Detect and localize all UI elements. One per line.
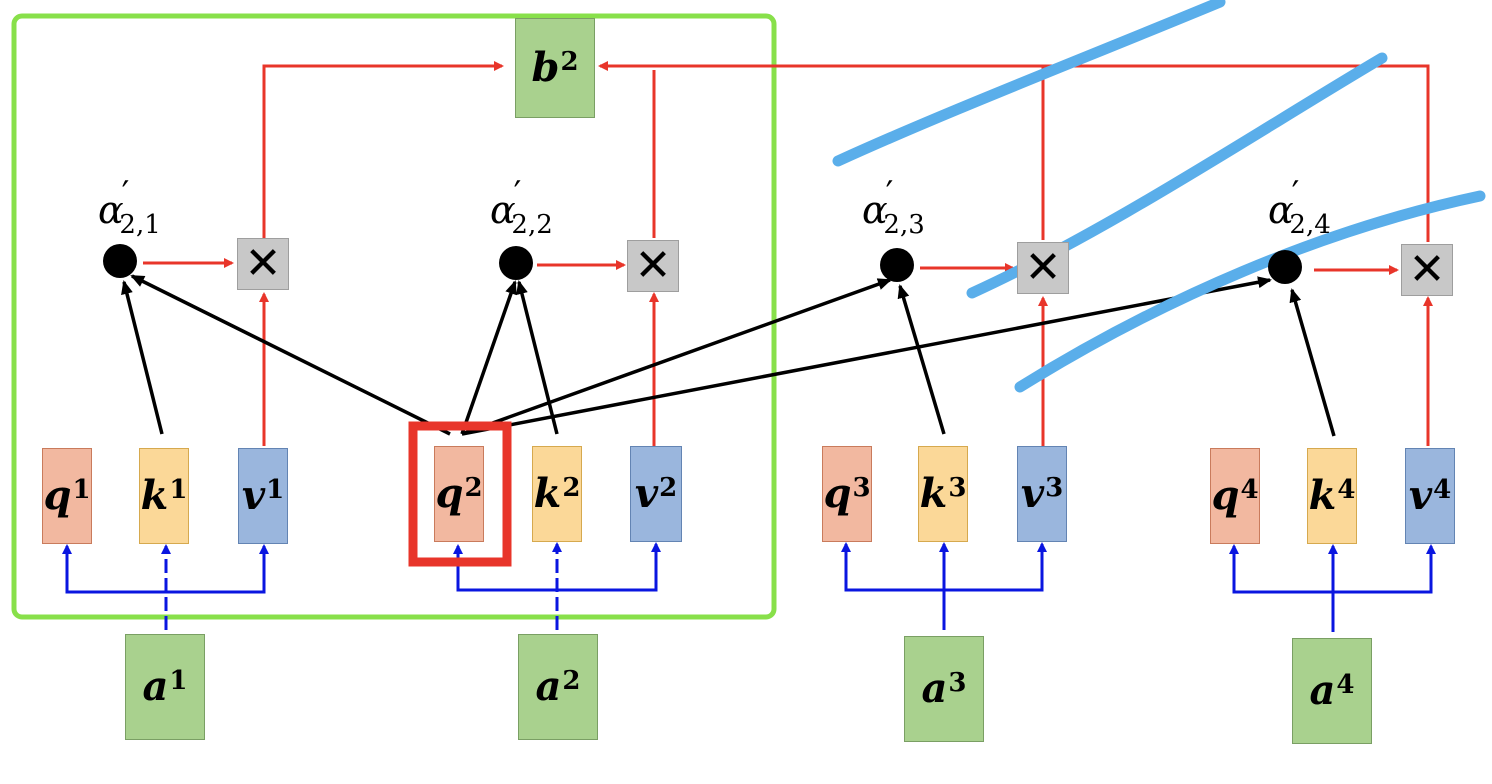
output-b2-sup: 2 [560,47,579,77]
score-dot-2-4 [1268,250,1302,284]
alpha-2-1-label: α′2,1 [98,174,161,240]
multiply-node-1: ✕ [237,238,289,290]
score-dot-2-3 [880,248,914,282]
score-dot-2-2 [499,246,533,280]
input-projection-arrows [62,542,1436,632]
multiply-node-2: ✕ [627,240,679,292]
highlight-frame [11,13,777,620]
weighted-sum-arrows [143,61,1433,446]
alpha-2-3-label: α′2,3 [862,174,925,240]
strikethrough-strokes [832,0,1486,393]
attention-score-arrows [121,274,1336,437]
alpha-2-2-label: α′2,2 [490,174,553,240]
query-highlight-frame [408,421,512,567]
alpha-2-4-label: α′2,4 [1268,174,1331,240]
multiply-node-3: ✕ [1017,242,1069,294]
score-dot-2-1 [103,244,137,278]
multiply-node-4: ✕ [1401,244,1453,296]
output-b2-label: b [531,44,560,91]
